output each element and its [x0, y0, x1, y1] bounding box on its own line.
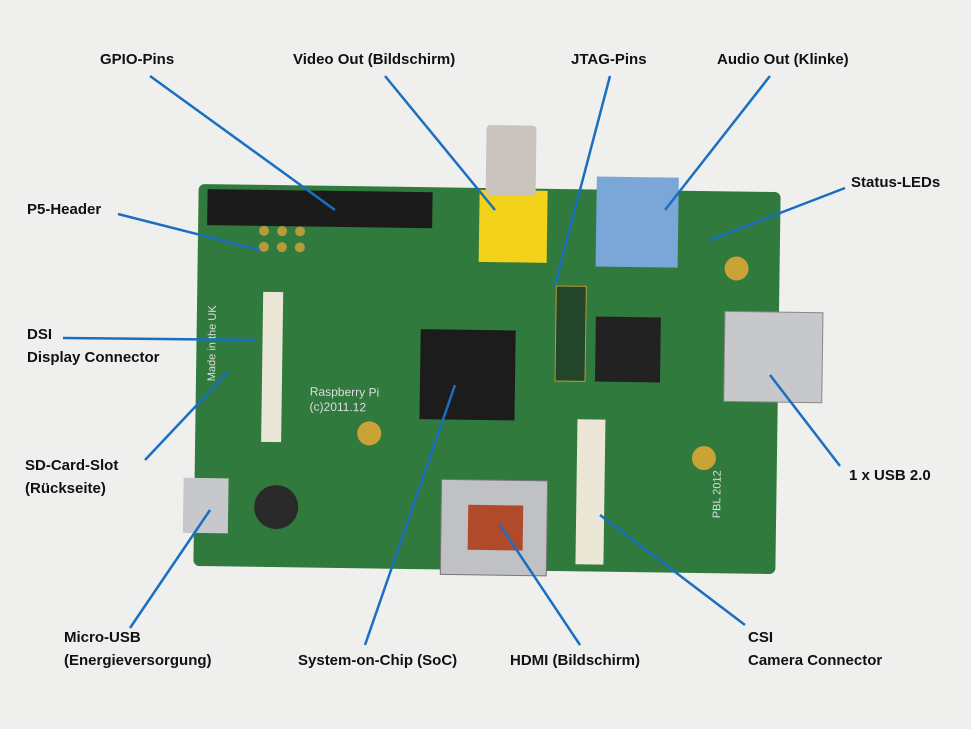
label-micro-usb-line2: (Energieversorgung) [64, 652, 212, 669]
label-csi: CSI Camera Connector [748, 626, 882, 672]
label-usb-2: 1 x USB 2.0 [849, 467, 931, 484]
board-model-print: Raspberry Pi [310, 385, 380, 400]
label-soc: System-on-Chip (SoC) [298, 652, 458, 669]
label-dsi: DSI Display Connector [27, 323, 160, 369]
gpio-header [207, 189, 433, 229]
jtag-pins [554, 285, 587, 382]
usb-a-port [723, 310, 824, 404]
board-copyright-print: (c)2011.12 [310, 400, 367, 415]
label-hdmi: HDMI (Bildschirm) [510, 652, 641, 669]
csi-connector [575, 419, 606, 565]
dsi-connector [261, 291, 284, 443]
label-sd-card: SD-Card-Slot (Rückseite) [25, 454, 118, 500]
label-p5-header: P5-Header [27, 201, 102, 218]
label-sd-line2: (Rückseite) [25, 480, 106, 497]
soc-chip [419, 329, 516, 421]
label-micro-usb-line1: Micro-USB [64, 629, 141, 646]
label-csi-line1: CSI [748, 629, 774, 646]
board-made-in-print: Made in the UK [206, 305, 219, 382]
micro-usb-port [182, 477, 229, 534]
label-csi-line2: Camera Connector [748, 652, 883, 669]
label-gpio-pins: GPIO-Pins [100, 51, 175, 68]
audio-jack [595, 176, 679, 268]
video-rca-connector [478, 189, 548, 263]
label-status-leds: Status-LEDs [851, 174, 941, 191]
leader-lines [62, 74, 846, 646]
label-dsi-line1: DSI [27, 326, 53, 343]
label-video-out: Video Out (Bildschirm) [293, 51, 456, 68]
label-sd-line1: SD-Card-Slot [25, 457, 119, 474]
label-jtag-pins: JTAG-Pins [571, 51, 647, 68]
label-micro-usb: Micro-USB (Energieversorgung) [64, 626, 212, 672]
label-audio-out: Audio Out (Klinke) [717, 51, 849, 68]
label-dsi-line2: Display Connector [27, 349, 160, 366]
board-pbl-print: PBL 2012 [711, 470, 724, 518]
